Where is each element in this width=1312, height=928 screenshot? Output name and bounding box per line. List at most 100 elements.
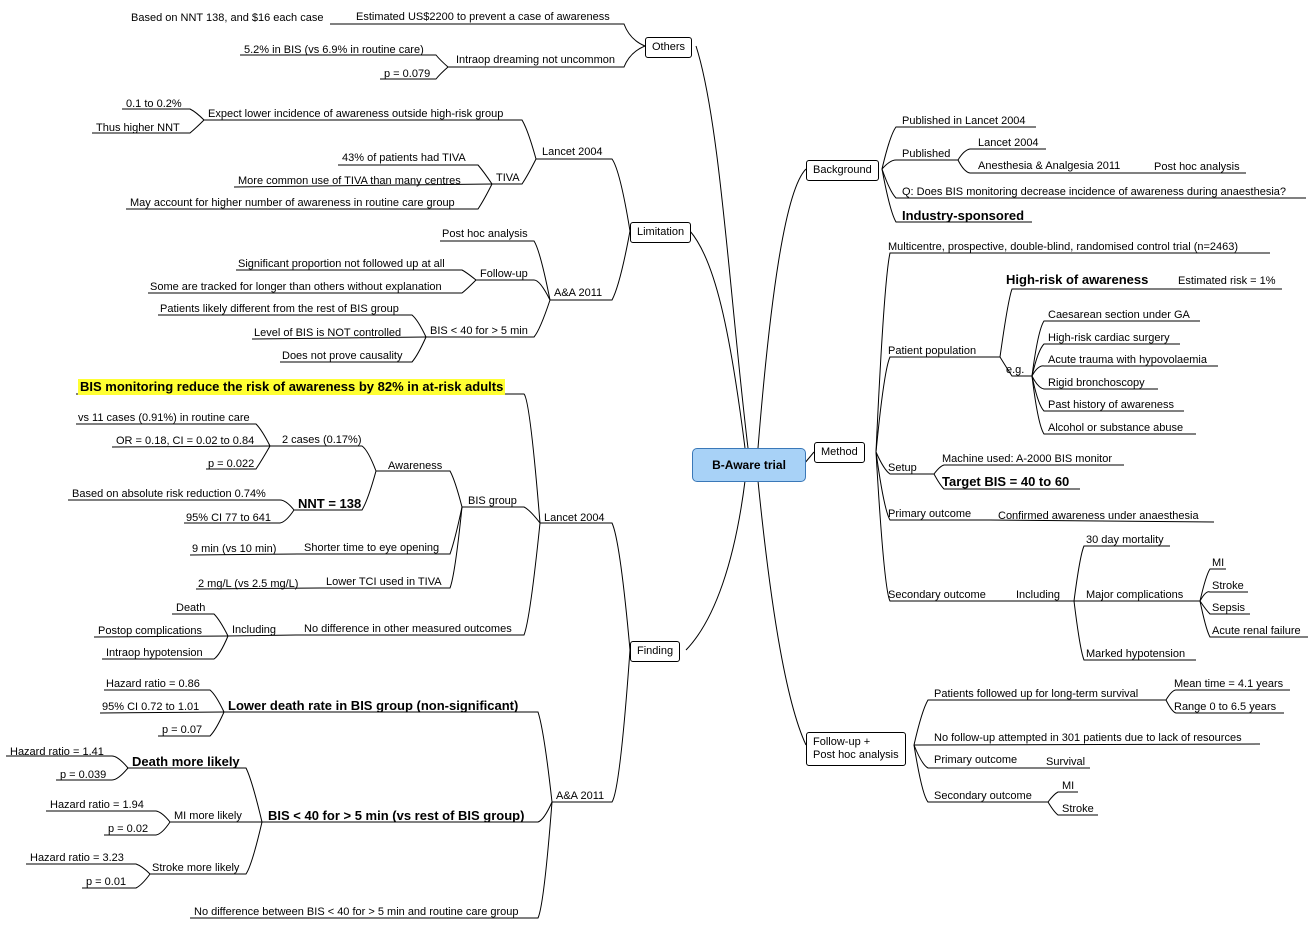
node-find-postop: Postop complications — [98, 625, 202, 637]
node-lim-bis: BIS < 40 for > 5 min — [430, 325, 528, 337]
node-find-eye-a: 9 min (vs 10 min) — [192, 543, 277, 555]
branch-followup-line1: Follow-up + — [813, 736, 871, 748]
node-dream-b: p = 0.079 — [384, 68, 431, 80]
node-find-ci95: 95% CI 77 to 641 — [186, 512, 272, 524]
node-find-nodiff2: No difference between BIS < 40 for > 5 m… — [194, 906, 519, 918]
node-bg-question: Q: Does BIS monitoring decrease incidenc… — [902, 186, 1287, 198]
node-find-aa: A&A 2011 — [556, 790, 605, 802]
node-find-including: Including — [232, 624, 277, 636]
node-bg-pub-lancet: Published in Lancet 2004 — [902, 115, 1026, 127]
node-find-tci-a: 2 mg/L (vs 2.5 mg/L) — [198, 578, 299, 590]
node-find-hr086: Hazard ratio = 0.86 — [106, 678, 200, 690]
node-find-vs11: vs 11 cases (0.91%) in routine care — [78, 412, 250, 424]
node-find-bis40: BIS < 40 for > 5 min (vs rest of BIS gro… — [268, 808, 525, 823]
node-dream-a: 5.2% in BIS (vs 6.9% in routine care) — [244, 44, 424, 56]
node-dream: Intraop dreaming not uncommon — [456, 54, 615, 66]
node-lim-tiva-c: May account for higher number of awarene… — [130, 197, 455, 209]
node-m-eg-3: Rigid bronchoscopy — [1048, 377, 1145, 389]
node-m-including: Including — [1016, 589, 1061, 601]
node-m-target: Target BIS = 40 to 60 — [942, 474, 1070, 489]
node-find-p022: p = 0.022 — [208, 458, 255, 470]
node-headline: BIS monitoring reduce the risk of awaren… — [78, 379, 506, 395]
node-lim-lancet: Lancet 2004 — [542, 146, 603, 158]
node-lim-expect-a: 0.1 to 0.2% — [126, 98, 182, 110]
node-lim-expect-b: Thus higher NNT — [96, 122, 180, 134]
node-fu-lt: Patients followed up for long-term survi… — [934, 688, 1139, 700]
node-lim-bis-c: Does not prove causality — [282, 350, 403, 362]
node-m-population: Patient population — [888, 345, 977, 357]
node-m-highrisk: High-risk of awareness — [1006, 272, 1149, 287]
branch-followup-line2: Post hoc analysis — [813, 749, 899, 761]
node-fu-secondary: Secondary outcome — [934, 790, 1032, 802]
node-find-p001: p = 0.01 — [86, 876, 127, 888]
node-find-hypo: Intraop hypotension — [106, 647, 203, 659]
node-m-risk: Estimated risk = 1% — [1178, 275, 1276, 287]
node-lim-tiva-b: More common use of TIVA than many centre… — [238, 175, 461, 187]
node-lim-followup: Follow-up — [480, 268, 528, 280]
node-bg-sponsor: Industry-sponsored — [902, 208, 1025, 223]
node-m-major-1: Stroke — [1212, 580, 1244, 592]
node-m-eg-5: Alcohol or substance abuse — [1048, 422, 1184, 434]
node-m-design: Multicentre, prospective, double-blind, … — [888, 241, 1239, 253]
node-fu-mi: MI — [1062, 780, 1075, 792]
node-find-or: OR = 0.18, CI = 0.02 to 0.84 — [116, 435, 255, 447]
node-cost-note: Based on NNT 138, and $16 each case — [131, 12, 324, 24]
node-lim-bis-a: Patients likely different from the rest … — [160, 303, 399, 315]
node-find-p039: p = 0.039 — [60, 769, 107, 781]
node-fu-nofu: No follow-up attempted in 301 patients d… — [934, 732, 1242, 744]
node-m-hypot: Marked hypotension — [1086, 648, 1186, 660]
node-lim-expect: Expect lower incidence of awareness outs… — [208, 108, 504, 120]
node-find-awareness: Awareness — [388, 460, 443, 472]
node-find-p007: p = 0.07 — [162, 724, 203, 736]
node-m-eg-1: High-risk cardiac surgery — [1048, 332, 1170, 344]
node-find-bisgroup: BIS group — [468, 495, 517, 507]
node-lim-fu-b: Some are tracked for longer than others … — [150, 281, 442, 293]
node-m-major-3: Acute renal failure — [1212, 625, 1301, 637]
node-find-lancet: Lancet 2004 — [544, 512, 605, 524]
node-bg-published: Published — [902, 148, 951, 160]
node-m-eg-4: Past history of awareness — [1048, 399, 1174, 411]
node-fu-survival: Survival — [1046, 756, 1086, 768]
node-m-major: Major complications — [1086, 589, 1184, 601]
branch-followup[interactable]: Follow-up + Post hoc analysis — [806, 732, 906, 766]
node-m-primary-a: Confirmed awareness under anaesthesia — [998, 510, 1199, 522]
node-find-arr: Based on absolute risk reduction 0.74% — [72, 488, 266, 500]
node-bg-posthoc: Post hoc analysis — [1154, 161, 1240, 173]
node-m-major-2: Sepsis — [1212, 602, 1246, 614]
node-find-nodiff: No difference in other measured outcomes — [304, 623, 512, 635]
node-find-stroke: Stroke more likely — [152, 862, 240, 874]
node-find-hr323: Hazard ratio = 3.23 — [30, 852, 124, 864]
node-lim-tiva: TIVA — [496, 172, 520, 184]
node-find-twocases: 2 cases (0.17%) — [282, 434, 362, 446]
node-find-hr141: Hazard ratio = 1.41 — [10, 746, 104, 758]
node-m-mort: 30 day mortality — [1086, 534, 1164, 546]
node-lim-aa: A&A 2011 — [554, 287, 603, 299]
node-fu-primary: Primary outcome — [934, 754, 1018, 766]
node-m-machine: Machine used: A-2000 BIS monitor — [942, 453, 1112, 465]
central-topic[interactable]: B-Aware trial — [692, 448, 806, 482]
branch-others[interactable]: Others — [645, 37, 693, 58]
node-m-primary: Primary outcome — [888, 508, 972, 520]
node-find-nnt: NNT = 138 — [298, 496, 362, 511]
node-m-eg-0: Caesarean section under GA — [1048, 309, 1190, 321]
node-find-hr194: Hazard ratio = 1.94 — [50, 799, 144, 811]
branch-finding[interactable]: Finding — [630, 641, 681, 662]
node-find-lowerdeath: Lower death rate in BIS group (non-signi… — [228, 698, 519, 713]
node-lim-tiva-a: 43% of patients had TIVA — [342, 152, 466, 164]
node-m-major-0: MI — [1212, 557, 1225, 569]
branch-background[interactable]: Background — [806, 160, 879, 181]
node-fu-stroke: Stroke — [1062, 803, 1094, 815]
branch-limitation[interactable]: Limitation — [630, 222, 692, 243]
node-find-deathlikely: Death more likely — [132, 754, 240, 769]
node-m-setup: Setup — [888, 462, 917, 474]
node-cost: Estimated US$2200 to prevent a case of a… — [356, 11, 610, 23]
node-lim-fu-a: Significant proportion not followed up a… — [238, 258, 445, 270]
node-fu-range: Range 0 to 6.5 years — [1174, 701, 1277, 713]
node-bg-aa: Anesthesia & Analgesia 2011 — [978, 160, 1121, 172]
node-bg-lancet: Lancet 2004 — [978, 137, 1039, 149]
node-find-p002: p = 0.02 — [108, 823, 149, 835]
node-m-secondary: Secondary outcome — [888, 589, 986, 601]
branch-method[interactable]: Method — [814, 442, 865, 463]
node-m-eg: e.g. — [1006, 364, 1025, 376]
